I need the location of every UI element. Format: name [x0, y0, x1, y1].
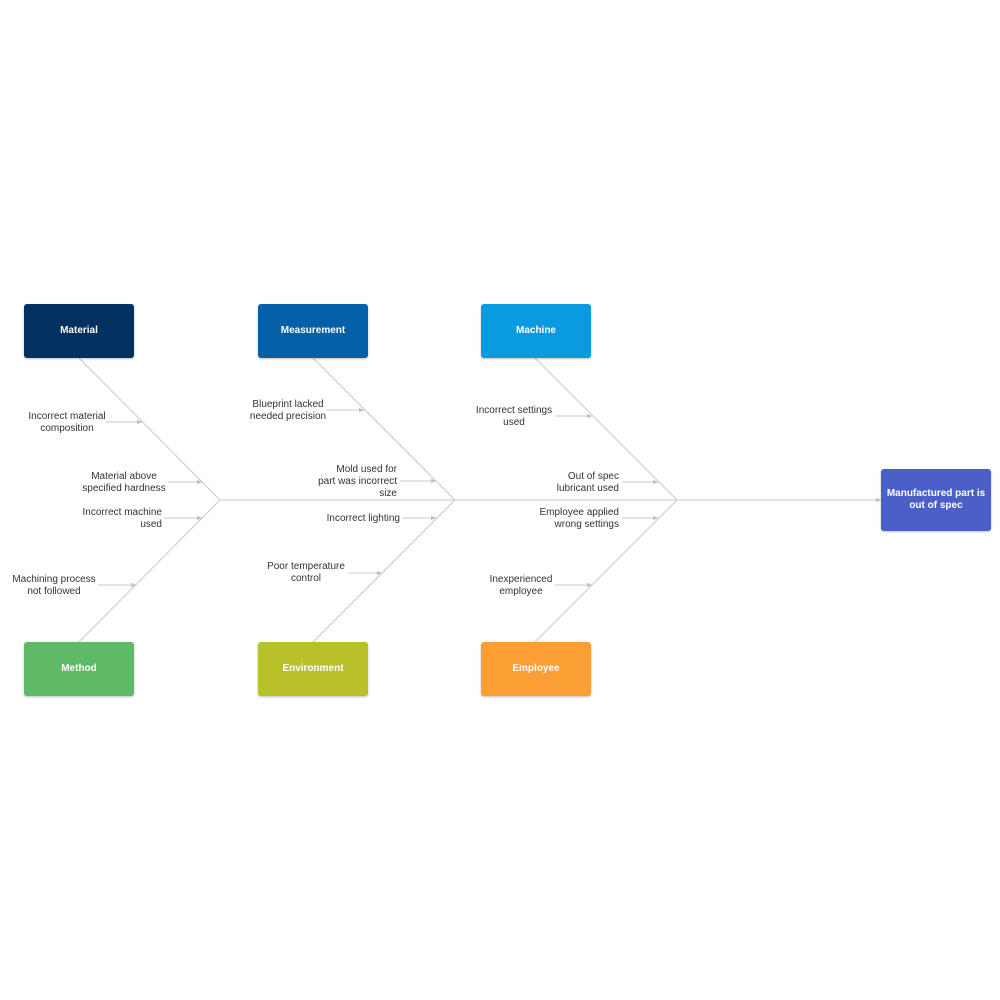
cause-label-method-1: Incorrect machine used — [82, 507, 162, 530]
cause-label-employee-2: Inexperienced employee — [489, 574, 553, 597]
bone-measurement — [312, 357, 456, 501]
cause-label-measurement-2: Mold used for part was incorrect size — [318, 464, 397, 499]
category-measurement[interactable]: Measurement — [258, 304, 368, 358]
cause-label-environment-1: Incorrect lighting — [326, 513, 400, 524]
category-environment[interactable]: Environment — [258, 642, 368, 696]
bone-method — [78, 499, 221, 643]
cause-label-measurement-1: Blueprint lacked needed precision — [249, 399, 327, 422]
bone-machine — [534, 357, 678, 501]
effect-box[interactable]: Manufactured part is out of spec — [881, 469, 991, 531]
bone-employee — [534, 499, 678, 643]
category-material[interactable]: Material — [24, 304, 134, 358]
category-employee[interactable]: Employee — [481, 642, 591, 696]
bone-environment — [312, 499, 456, 643]
cause-label-method-2: Machining process not followed — [12, 574, 96, 597]
category-machine[interactable]: Machine — [481, 304, 591, 358]
cause-label-material-2: Material above specified hardness — [82, 471, 166, 494]
cause-label-environment-2: Poor temperature control — [267, 561, 345, 584]
bone-material — [78, 357, 221, 501]
category-method[interactable]: Method — [24, 642, 134, 696]
cause-label-machine-1: Incorrect settings used — [475, 405, 553, 428]
cause-label-employee-1: Employee applied wrong settings — [539, 507, 620, 530]
cause-label-machine-2: Out of spec lubricant used — [556, 471, 619, 494]
cause-label-material-1: Incorrect material composition — [28, 411, 106, 434]
